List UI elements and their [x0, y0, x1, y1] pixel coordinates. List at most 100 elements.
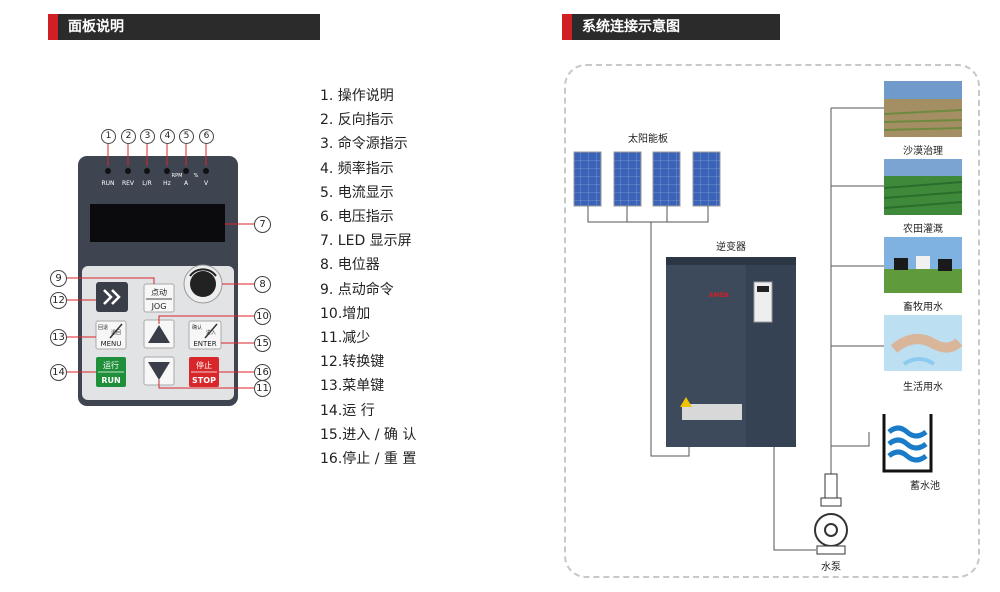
svg-text:进入: 进入: [206, 329, 216, 336]
enter-key[interactable]: 确认 进入 ENTER: [188, 320, 222, 350]
svg-text:回退: 回退: [98, 324, 108, 331]
pump-wiring: [773, 447, 816, 551]
unit-percent-label: %: [194, 173, 199, 179]
svg-text:退回: 退回: [111, 329, 121, 336]
callout-13: 13: [50, 329, 67, 346]
control-panel-illustration: RUN REV L/R Hz A V RPM % 点动 JOG 回退 退回 ME…: [66, 144, 254, 406]
reservoir-label: 蓄水池: [910, 481, 940, 492]
indicator-led: [144, 168, 150, 174]
indicator-row: [105, 168, 209, 174]
solar-panel: [692, 151, 721, 207]
svg-text:MENU: MENU: [101, 340, 122, 348]
solar-panel: [652, 151, 681, 207]
indicator-label: Hz: [163, 180, 171, 187]
livestock-thumbnail: [884, 237, 962, 293]
callout-3: 3: [140, 129, 155, 144]
potentiometer-knob-inner: [190, 271, 216, 297]
domestic-water-thumbnail: [884, 315, 963, 371]
svg-text:停止: 停止: [196, 360, 212, 370]
indicator-label: V: [204, 180, 209, 187]
svg-text:ENTER: ENTER: [193, 340, 216, 348]
callout-14: 14: [50, 364, 67, 381]
callout-5: 5: [179, 129, 194, 144]
menu-key[interactable]: 回退 退回 MENU: [95, 320, 127, 350]
callout-2: 2: [121, 129, 136, 144]
list-item: 5. 电流显示: [320, 184, 394, 201]
callout-12: 12: [50, 292, 67, 309]
indicator-label: A: [184, 180, 189, 187]
svg-text:运行: 运行: [103, 360, 119, 370]
list-item: 14.运 行: [320, 402, 375, 419]
solar-panel: [573, 151, 602, 207]
desert-label: 沙漠治理: [903, 146, 943, 157]
indicator-led: [125, 168, 131, 174]
water-pipe: [830, 107, 884, 474]
jog-key[interactable]: 点动 JOG: [143, 283, 175, 313]
list-item: 7. LED 显示屏: [320, 233, 412, 250]
svg-text:RUN: RUN: [101, 376, 120, 385]
callout-10: 10: [254, 308, 271, 325]
indicator-led: [183, 168, 189, 174]
livestock-label: 畜牧用水: [903, 302, 943, 313]
run-key[interactable]: 运行 RUN: [96, 357, 126, 387]
system-section-header: 系统连接示意图: [562, 14, 780, 40]
system-diagram-frame: [564, 64, 980, 578]
indicator-label: REV: [122, 180, 135, 187]
solar-wiring: [587, 206, 709, 457]
callout-6: 6: [199, 129, 214, 144]
callout-4: 4: [160, 129, 175, 144]
potentiometer-arc: [189, 268, 217, 277]
svg-text:点动: 点动: [151, 287, 167, 297]
inverter-label: 逆变器: [716, 242, 746, 253]
farmland-thumbnail: [883, 159, 963, 215]
solar-panels: [573, 151, 721, 207]
callout-9: 9: [50, 270, 67, 287]
callout-8: 8: [254, 276, 271, 293]
led-display: [90, 204, 225, 242]
list-item: 3. 命令源指示: [320, 136, 408, 153]
reservoir-icon: [882, 414, 933, 473]
list-item: 16.停止 / 重 置: [320, 451, 417, 468]
pump-label: 水泵: [821, 562, 841, 573]
system-diagram: AMEN: [573, 81, 963, 555]
list-item: 10.增加: [320, 305, 371, 322]
operation-list: 1. 操作说明 2. 反向指示 3. 命令源指示 4. 频率指示 5. 电流显示…: [320, 84, 416, 471]
domestic-water-label: 生活用水: [903, 382, 943, 393]
stop-key[interactable]: 停止 STOP: [189, 357, 219, 387]
decrease-key[interactable]: [143, 356, 175, 386]
switch-key[interactable]: [96, 282, 128, 312]
list-item: 4. 频率指示: [320, 160, 394, 177]
list-item: 1. 操作说明: [320, 88, 394, 104]
list-item: 6. 电压指示: [320, 209, 394, 226]
farmland-label: 农田灌溉: [903, 224, 943, 235]
callout-16: 16: [254, 364, 271, 381]
inverter-brand-logo: AMEN: [709, 292, 729, 299]
list-item: 2. 反向指示: [320, 112, 394, 129]
list-item: 12.转换键: [320, 354, 385, 371]
list-item: 11.减少: [320, 330, 371, 347]
indicator-led: [164, 168, 170, 174]
list-item: 8. 电位器: [320, 257, 380, 274]
indicator-led: [203, 168, 209, 174]
list-item: 15.进入 / 确 认: [320, 426, 417, 443]
svg-text:STOP: STOP: [192, 376, 216, 385]
solar-panel-label: 太阳能板: [628, 134, 668, 145]
svg-text:确认: 确认: [192, 324, 202, 331]
indicator-label: L/R: [142, 180, 152, 187]
desert-thumbnail: [883, 81, 963, 137]
indicator-led: [105, 168, 111, 174]
unit-rpm-label: RPM: [172, 173, 183, 179]
inverter-unit: AMEN: [666, 257, 796, 447]
increase-key[interactable]: [143, 319, 175, 349]
list-item: 13.菜单键: [320, 378, 385, 395]
callout-15: 15: [254, 335, 271, 352]
solar-panel: [613, 151, 642, 207]
callout-11: 11: [254, 380, 271, 397]
indicator-label: RUN: [101, 180, 114, 187]
panel-section-header: 面板说明: [48, 14, 320, 40]
list-item: 9. 点动命令: [320, 281, 394, 298]
callout-lines: [66, 144, 254, 389]
callout-1: 1: [101, 129, 116, 144]
water-pump-icon: [814, 473, 848, 555]
svg-text:JOG: JOG: [151, 302, 167, 311]
